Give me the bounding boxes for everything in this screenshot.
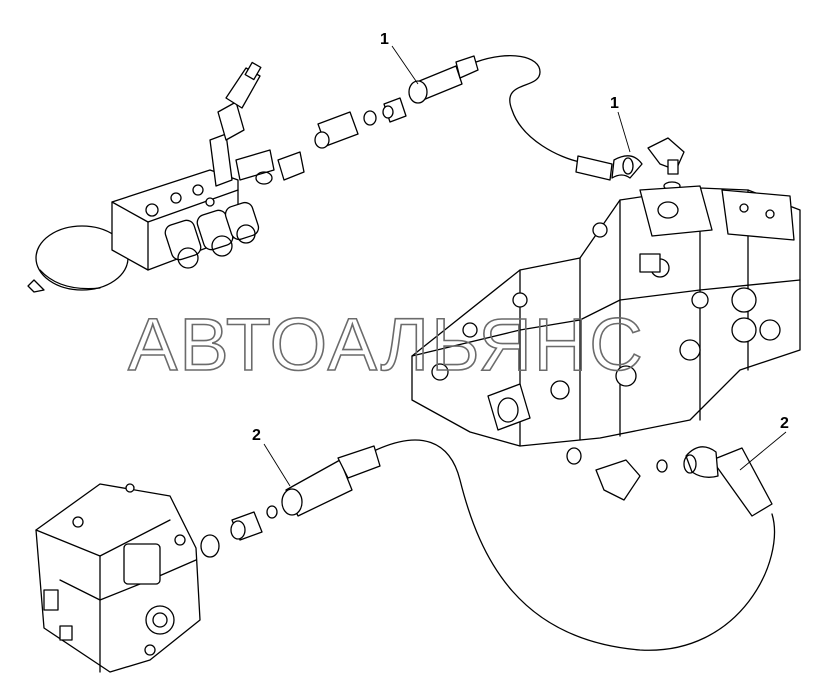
hose-1 [408,55,685,191]
callout-2: 2 [252,427,291,487]
callout-label: 2 [780,415,789,432]
callout-label: 2 [252,427,261,444]
callout-1b: 1 [610,95,631,153]
upper-fittings [314,97,407,149]
hose-2 [281,439,776,651]
callout-1: 1 [380,31,419,85]
main-control-valve [411,185,801,447]
watermark-text: АВТОАЛЬЯНС [128,303,645,386]
lower-fittings [200,505,278,558]
callout-label: 1 [380,31,389,48]
callout-label: 1 [610,95,619,112]
pump-assembly [35,483,201,673]
callout-2b: 2 [739,415,789,471]
accumulator-valve-assembly [27,61,305,293]
